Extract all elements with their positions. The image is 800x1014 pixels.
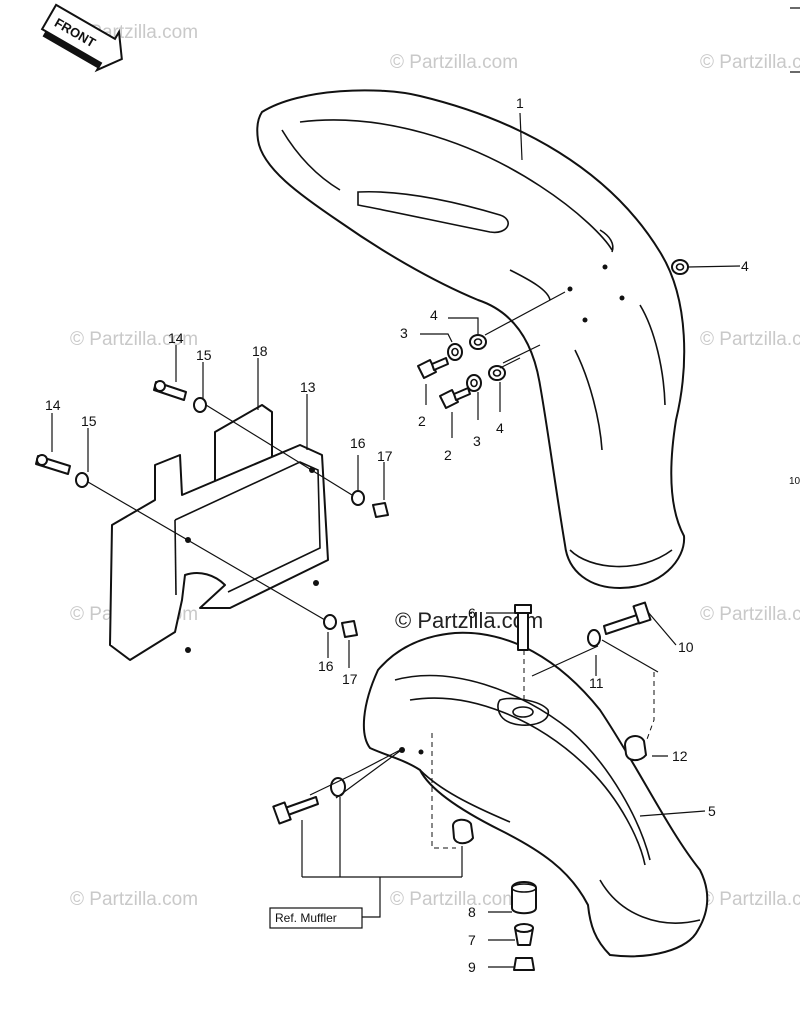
ref-muffler-label: Ref. Muffler bbox=[275, 911, 337, 925]
edge-marks bbox=[790, 7, 800, 73]
callout-10: 10 bbox=[678, 639, 694, 655]
callout-14: 14 bbox=[45, 397, 61, 413]
rear-fender-hardware bbox=[272, 601, 706, 971]
callout-3: 3 bbox=[400, 325, 408, 341]
edge-label: 10 bbox=[789, 476, 800, 487]
callout-5: 5 bbox=[708, 803, 716, 819]
callout-16: 16 bbox=[350, 435, 366, 451]
watermark-text: © Partzilla.com bbox=[700, 329, 800, 350]
washer-15b bbox=[75, 472, 89, 488]
collar-4b bbox=[469, 334, 487, 350]
watermark-text: © Partzilla.com bbox=[390, 52, 518, 73]
washer-15a bbox=[193, 397, 207, 413]
rear-mount-bolt bbox=[284, 796, 319, 816]
callout-8: 8 bbox=[468, 904, 476, 920]
callout-15: 15 bbox=[196, 347, 212, 363]
washer-16a bbox=[351, 490, 365, 506]
callout-7: 7 bbox=[468, 932, 476, 948]
callout-18: 18 bbox=[252, 343, 268, 359]
front-fender-hardware bbox=[417, 112, 741, 438]
callout-13: 13 bbox=[300, 379, 316, 395]
watermark-text: © Partzilla.com bbox=[70, 889, 198, 910]
callout-4: 4 bbox=[430, 307, 438, 323]
callout-2: 2 bbox=[444, 447, 452, 463]
callout-4: 4 bbox=[496, 420, 504, 436]
nut-12 bbox=[624, 735, 647, 762]
front-fender bbox=[256, 89, 686, 589]
callout-14: 14 bbox=[168, 330, 184, 346]
watermark-text: © Partzilla.com bbox=[700, 889, 800, 910]
callout-1: 1 bbox=[516, 95, 524, 111]
license-plate-hardware bbox=[35, 345, 389, 668]
callout-12: 12 bbox=[672, 748, 688, 764]
callout-numbers: 1 4 4 3 2 2 3 4 14 15 18 13 14 15 16 17 … bbox=[45, 95, 749, 975]
washer-11 bbox=[587, 629, 601, 647]
callout-4: 4 bbox=[741, 258, 749, 274]
collar-4a bbox=[671, 259, 689, 275]
ref-muffler-box: Ref. Muffler bbox=[269, 907, 363, 929]
callout-11: 11 bbox=[589, 675, 604, 691]
callout-15: 15 bbox=[81, 413, 97, 429]
watermark-text: © Partzilla.com bbox=[70, 329, 198, 350]
callout-9: 9 bbox=[468, 959, 476, 975]
callout-17: 17 bbox=[342, 671, 358, 687]
front-arrow-icon: FRONT bbox=[40, 3, 123, 73]
washer-16b bbox=[323, 614, 337, 630]
watermark-text: © Partzilla.com bbox=[700, 604, 800, 625]
nut-9 bbox=[513, 957, 535, 971]
callout-3: 3 bbox=[473, 433, 481, 449]
collar-4c bbox=[488, 365, 506, 381]
callout-16: 16 bbox=[318, 658, 334, 674]
watermarks: © Partzilla.com © Partzilla.com © Partzi… bbox=[70, 22, 800, 910]
rear-fender bbox=[362, 631, 709, 958]
nut-17a bbox=[372, 502, 389, 518]
watermark-text: © Partzilla.com bbox=[390, 889, 518, 910]
license-plate-bracket bbox=[109, 444, 329, 661]
nut-17b bbox=[341, 620, 358, 638]
grommet-8 bbox=[511, 881, 537, 915]
washer-3a bbox=[447, 343, 463, 361]
watermark-text: © Partzilla.com bbox=[700, 52, 800, 73]
washer-3b bbox=[466, 374, 482, 392]
callout-17: 17 bbox=[377, 448, 393, 464]
callout-6: 6 bbox=[468, 605, 476, 621]
callout-2: 2 bbox=[418, 413, 426, 429]
bolt-6 bbox=[517, 611, 529, 651]
rear-mount-nut bbox=[452, 818, 474, 845]
